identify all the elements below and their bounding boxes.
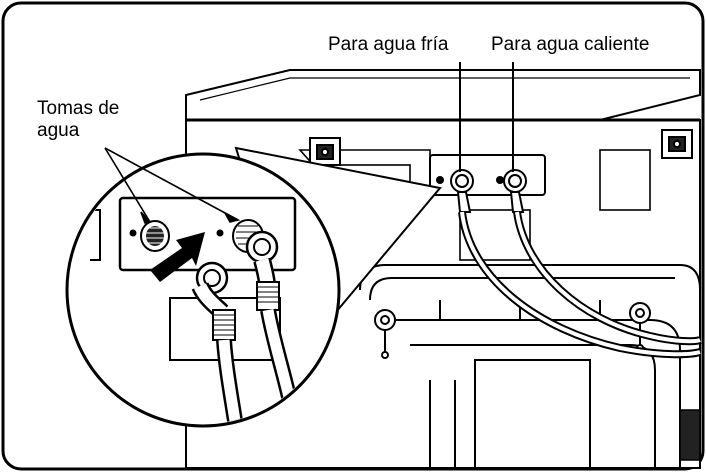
insert-arrow xyxy=(150,232,205,282)
shipping-bracket-right xyxy=(661,129,693,159)
foot-detail xyxy=(679,409,701,461)
cold-water-label: Para agua fría xyxy=(326,34,451,55)
inlets-pointers xyxy=(104,147,241,224)
water-inlets-label-line1: Tomas de xyxy=(37,98,120,119)
cold-inlet-zoom xyxy=(140,220,170,252)
hook-post-left xyxy=(374,309,396,359)
hook-post-right xyxy=(629,302,651,352)
cold-hose-washer xyxy=(450,169,702,359)
inlet-plate xyxy=(429,154,546,196)
hot-inlet-zoom xyxy=(232,219,279,264)
water-inlets-label-line2: agua xyxy=(37,120,80,141)
water-inlets-label: Tomas de agua xyxy=(35,98,121,142)
shipping-bracket-left xyxy=(309,137,341,166)
magnified-callout xyxy=(65,146,442,428)
hot-water-label: Para agua caliente xyxy=(489,34,652,55)
label-pointers xyxy=(459,62,514,172)
hot-hose-washer xyxy=(503,169,702,346)
